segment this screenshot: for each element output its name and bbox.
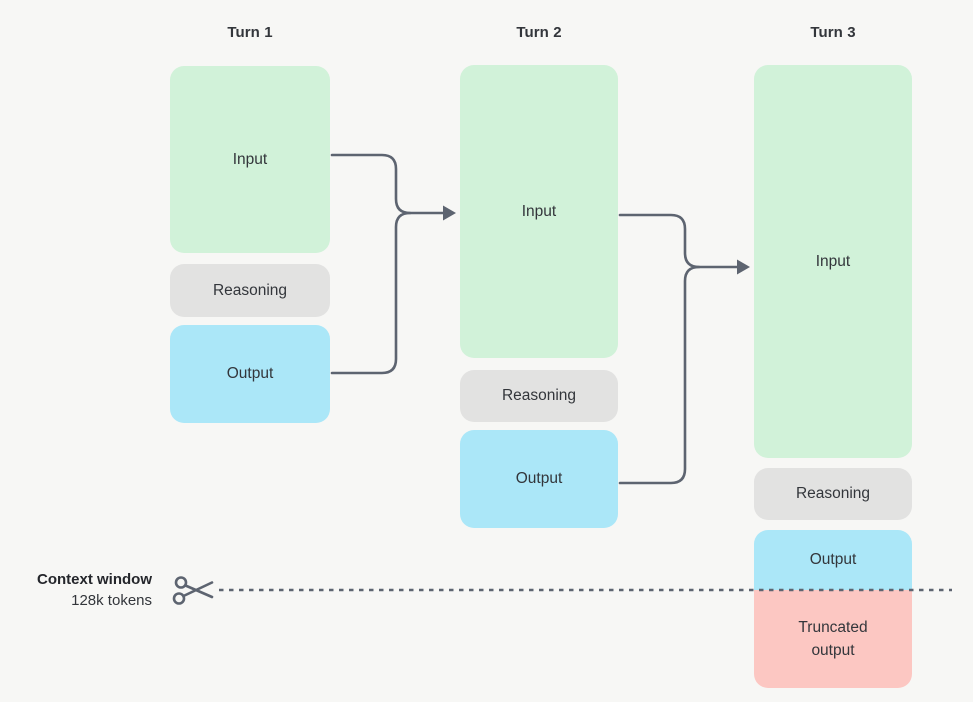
turn-2-output-label: Output	[515, 470, 563, 488]
turn-3-label: Turn 3	[810, 24, 856, 41]
turn-1-input-box: Input	[170, 66, 330, 253]
turn-1-label: Turn 1	[227, 24, 273, 41]
turn-1-output-box: Output	[170, 325, 330, 423]
turn-2-reasoning-box: Reasoning	[460, 370, 618, 422]
turn-2-input-label: Input	[521, 202, 557, 220]
turn-2-output-box: Output	[460, 430, 618, 528]
turn-1-output-label: Output	[226, 365, 274, 383]
turn-1-input-label: Input	[232, 150, 268, 168]
arrowhead-turn2-icon	[443, 205, 456, 221]
arrow-turn2-to-turn3	[618, 213, 750, 485]
turn-3-input-label: Input	[815, 252, 851, 270]
turn-3-output-box: Output	[754, 530, 912, 590]
turn-2-input-box: Input	[460, 65, 618, 358]
turn-2-reasoning-label: Reasoning	[501, 387, 577, 405]
scissors-icon	[172, 576, 214, 605]
turn-3-reasoning-box: Reasoning	[754, 468, 912, 520]
context-window-title: Context window	[37, 571, 152, 588]
turn-3-truncated-output-box: Truncated output	[754, 590, 912, 688]
turn-3-reasoning-label: Reasoning	[795, 485, 871, 503]
arrowhead-turn3-icon	[737, 259, 750, 275]
context-window-subtitle: 128k tokens	[71, 592, 152, 609]
context-window-label: Context window 128k tokens	[0, 569, 152, 611]
turn-3-truncated-output-label: Truncated output	[798, 618, 868, 659]
turn-2-label: Turn 2	[516, 24, 562, 41]
turn-3-input-box: Input	[754, 65, 912, 458]
turn-3-output-label: Output	[809, 551, 857, 569]
arrow-turn1-to-turn2	[330, 153, 456, 375]
turn-1-reasoning-label: Reasoning	[212, 281, 288, 299]
turn-1-reasoning-box: Reasoning	[170, 264, 330, 317]
